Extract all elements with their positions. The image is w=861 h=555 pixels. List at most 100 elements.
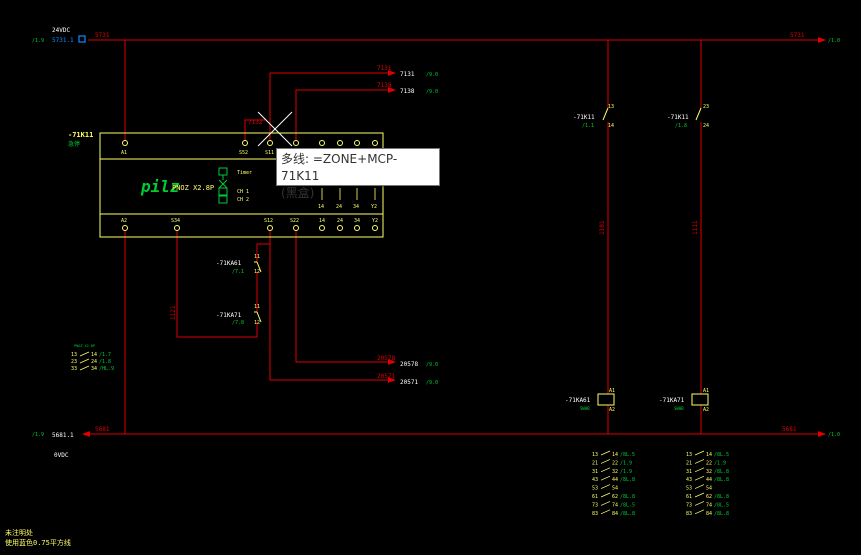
contact-row-xref[interactable]: /8L.8 xyxy=(714,511,729,517)
output-wire-7138: 7138 xyxy=(377,82,392,89)
contact-row-t1: 61 xyxy=(592,494,598,500)
relay-tag[interactable]: -71K11 xyxy=(68,131,93,139)
small-row-0-t2: 14 xyxy=(91,352,97,358)
contact-row-t2: 74 xyxy=(706,502,712,508)
contact-k11-a-t2: 14 xyxy=(608,123,614,129)
coil-ka61[interactable] xyxy=(597,393,615,406)
contact-ka61[interactable] xyxy=(254,261,262,273)
terminal-y2: Y2 xyxy=(372,218,378,224)
inner-14: 14 xyxy=(318,204,324,210)
plus-xref-right[interactable]: /1.0 xyxy=(828,38,840,44)
contact-row-xref[interactable]: /8L.8 xyxy=(714,494,729,500)
minus-xref-right[interactable]: /1.0 xyxy=(828,432,840,438)
feed-xref-20571[interactable]: /9.0 xyxy=(426,380,438,386)
contact-ka61-t1: 11 xyxy=(254,254,260,260)
contact-row-xref[interactable]: /8L.5 xyxy=(620,502,635,508)
minus-xref-left[interactable]: /1.9 xyxy=(32,432,44,438)
terminal-s52: S52 xyxy=(239,150,248,156)
wiring[interactable] xyxy=(124,40,702,434)
coil-ka71[interactable] xyxy=(691,393,709,406)
contact-ka71-xref[interactable]: /7.8 xyxy=(232,320,244,326)
terminal-24: 24 xyxy=(337,218,343,224)
terminal-a1: A1 xyxy=(121,150,127,156)
contact-row-xref[interactable]: /8L.5 xyxy=(620,452,635,458)
contact-ka61-tag: -71KA61 xyxy=(216,260,242,267)
plus-connector-icon[interactable] xyxy=(78,35,86,43)
note-line1: 未注明处 xyxy=(5,528,33,537)
contact-row-t1: 53 xyxy=(686,486,692,492)
coil-ka71-a2: A2 xyxy=(703,407,709,413)
contact-k11-a-t1: 13 xyxy=(608,104,614,110)
contact-k11-a-xref[interactable]: /1.1 xyxy=(582,123,594,129)
minus-net-label: 5681.1 xyxy=(52,432,74,439)
feed-net-20578: 20578 xyxy=(400,361,418,368)
contact-row-switch-icon xyxy=(600,459,611,464)
small-table-switch-icons xyxy=(79,351,90,371)
contact-row-xref[interactable]: /8L.5 xyxy=(714,502,729,508)
contact-row-switch-icon xyxy=(694,450,705,456)
minus-rail-left-arrow-icon xyxy=(82,431,90,437)
output-xref-7138[interactable]: /9.0 xyxy=(426,89,438,95)
coil-ka61-sub: SWHB xyxy=(580,406,590,411)
vertical-wire-1101: 1101 xyxy=(599,220,606,235)
contact-k11-a[interactable] xyxy=(602,107,609,121)
contact-row-xref[interactable]: /8L.8 xyxy=(620,477,635,483)
contact-k11-b-tag: -71K11 xyxy=(667,114,689,121)
contact-row-switch-icon xyxy=(694,501,705,506)
contact-row-xref[interactable]: /8L.8 xyxy=(620,511,635,517)
plus-label: 24VDC xyxy=(52,27,70,34)
coil-ka61-a2: A2 xyxy=(609,407,615,413)
contact-row-t1: 21 xyxy=(686,460,692,466)
relay-subtitle: 急停 xyxy=(68,140,80,148)
contact-row-t2: 62 xyxy=(706,494,712,500)
contact-row-t1: 13 xyxy=(592,452,598,458)
output-xref-7131[interactable]: /9.0 xyxy=(426,72,438,78)
cursor-crosshair-icon xyxy=(257,111,293,147)
contact-row-t2: 44 xyxy=(612,477,618,483)
ch1-label: CH 1 xyxy=(237,189,249,195)
contact-row-t2: 32 xyxy=(706,469,712,475)
terminal-s12: S12 xyxy=(264,218,273,224)
contact-row-xref[interactable]: /1.9 xyxy=(714,460,726,466)
small-table-title: PNOZ X2.8P xyxy=(74,344,95,348)
small-row-1-t2: 24 xyxy=(91,359,97,365)
contact-row-switch-icon xyxy=(694,484,705,489)
contact-ka71-t1: 11 xyxy=(254,304,260,310)
tooltip-line1: 多线: =ZONE+MCP-71K11 xyxy=(281,152,398,183)
coil-ka61-a1: A1 xyxy=(609,388,615,394)
contact-row-t2: 74 xyxy=(612,502,618,508)
contact-row-xref[interactable]: /1.9 xyxy=(620,460,632,466)
contact-row-xref[interactable]: /1.9 xyxy=(620,469,632,475)
contact-k11-b-xref[interactable]: /1.8 xyxy=(675,123,687,129)
ch2-label: CH 2 xyxy=(237,197,249,203)
terminal-s11: S11 xyxy=(265,150,274,156)
contact-row-t1: 53 xyxy=(592,486,598,492)
hover-tooltip: 多线: =ZONE+MCP-71K11 (黑盒) xyxy=(276,148,440,200)
contact-row-xref[interactable]: /8L.8 xyxy=(620,494,635,500)
pilz-logo: pilz xyxy=(140,177,180,196)
contact-row-xref[interactable]: /8L.8 xyxy=(714,477,729,483)
contact-ka61-xref[interactable]: /7.1 xyxy=(232,269,244,275)
contact-row-t2: 32 xyxy=(612,469,618,475)
small-row-1-ref: /1.8 xyxy=(99,359,111,365)
contact-k11-b[interactable] xyxy=(695,107,702,121)
relay-bottom-terminals xyxy=(122,225,378,231)
contact-row-switch-icon xyxy=(694,459,705,464)
plus-xref-left[interactable]: /1.9 xyxy=(32,38,44,44)
contact-row-t1: 31 xyxy=(592,469,598,475)
relay-top-terminals xyxy=(122,140,378,146)
contact-row-t2: 14 xyxy=(706,452,712,458)
small-row-2-t2: 34 xyxy=(91,366,97,372)
feed-xref-20578[interactable]: /9.0 xyxy=(426,362,438,368)
terminal-s34: S34 xyxy=(171,218,180,224)
contact-row-t1: 73 xyxy=(592,502,598,508)
contact-row-xref[interactable]: /8L.8 xyxy=(714,469,729,475)
small-row-0-t1: 13 xyxy=(71,352,77,358)
coil-ka61-tag: -71KA61 xyxy=(565,397,591,404)
contact-row-xref[interactable]: /8L.5 xyxy=(714,452,729,458)
contact-ka71[interactable] xyxy=(254,311,262,323)
contact-row-switch-icon xyxy=(694,475,705,481)
small-row-2-t1: 33 xyxy=(71,366,77,372)
